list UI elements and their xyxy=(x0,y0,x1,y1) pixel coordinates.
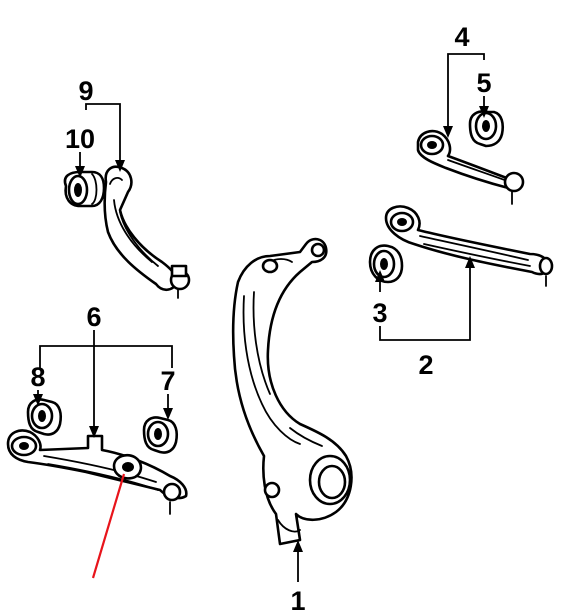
part-8-bushing[interactable] xyxy=(26,398,63,436)
part-10-bushing[interactable] xyxy=(63,170,106,208)
callout-6: 6 xyxy=(86,302,101,332)
part-2-lower-arm[interactable] xyxy=(384,205,554,287)
callout-5: 5 xyxy=(476,68,491,98)
leader-lines xyxy=(33,53,489,582)
part-5-bushing[interactable] xyxy=(468,110,505,148)
part-7-bushing[interactable] xyxy=(142,416,179,454)
part-6-lower-arm[interactable] xyxy=(6,429,188,515)
part-9-upper-arm[interactable] xyxy=(103,165,191,299)
highlight-pointer-line xyxy=(91,473,126,579)
part-4-upper-arm[interactable] xyxy=(416,129,525,205)
callout-7: 7 xyxy=(160,366,175,396)
callout-4: 4 xyxy=(454,22,469,52)
part-3-bushing[interactable] xyxy=(368,244,404,284)
callout-3: 3 xyxy=(372,298,387,328)
callout-8: 8 xyxy=(30,362,45,392)
callout-9: 9 xyxy=(78,76,93,106)
callout-2: 2 xyxy=(418,350,433,380)
part-1-knuckle[interactable] xyxy=(231,237,353,546)
callout-10: 10 xyxy=(65,124,95,154)
callout-1: 1 xyxy=(290,586,305,614)
